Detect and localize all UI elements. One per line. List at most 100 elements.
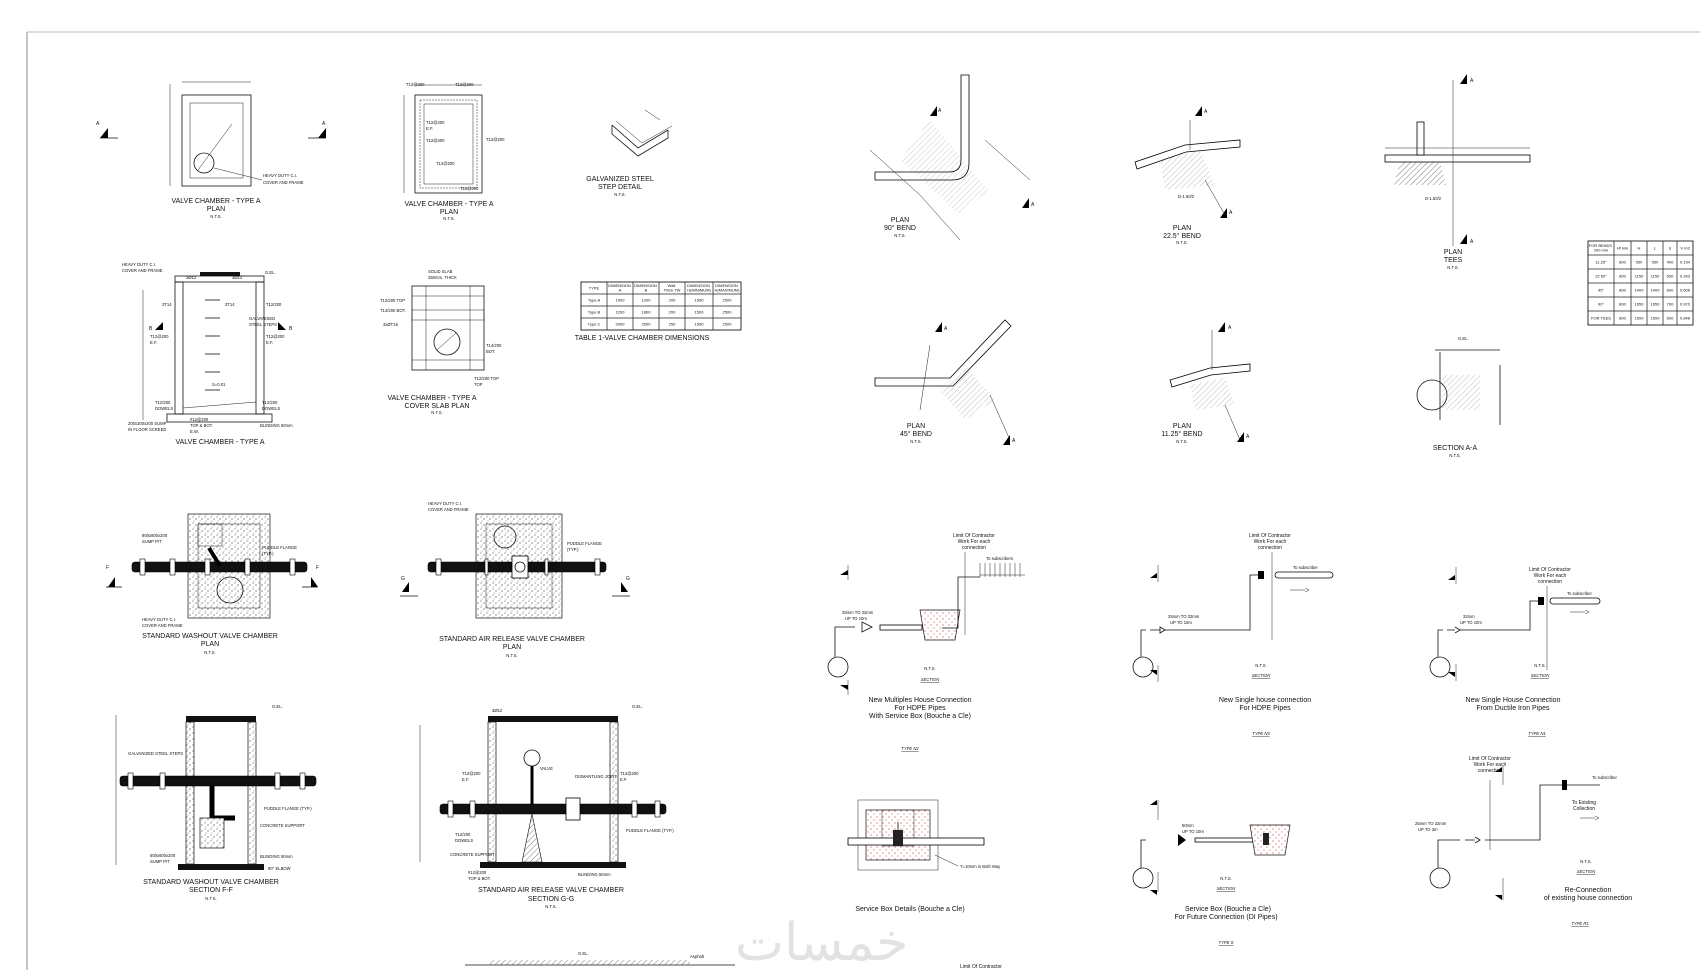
label: UP TO 10m <box>1182 829 1204 834</box>
label: Work For each <box>1474 762 1507 768</box>
table-header: H <box>1638 245 1641 250</box>
drawing-subtitle: 11.25° BEND <box>1161 430 1202 438</box>
label: T12@200 <box>462 771 481 776</box>
label: UP TO 10m <box>845 616 867 621</box>
nts-label: N.T.S. <box>210 214 221 219</box>
label: Work For each <box>1534 573 1567 579</box>
section-arrow-icon <box>1195 106 1202 116</box>
drawing-subtitle: For HDPE Pipes <box>894 705 946 712</box>
cover-label: HEAVY DUTY C.I. <box>263 173 297 178</box>
label: 3xØT16 <box>383 322 399 327</box>
table-cell: 2500 <box>723 297 733 302</box>
label: connection <box>962 545 986 551</box>
label: (TYP.) <box>262 551 274 556</box>
label: 25mm TO 32mm <box>1415 821 1447 826</box>
section-label: SECTION <box>1531 673 1551 678</box>
connection-type-n2: Limit Of Contractor Work For each connec… <box>827 533 1025 751</box>
label: UP TO 10m <box>1460 620 1482 625</box>
label: G.EL. <box>632 704 643 709</box>
label: S=0.01 <box>212 382 226 387</box>
table-cell: 600 <box>1667 315 1674 320</box>
table-cell: 0.848 <box>1680 315 1691 320</box>
label: 200x200x200 SUMP <box>128 421 167 426</box>
table-cell: 700 <box>1667 301 1674 306</box>
drawing-title: PLAN <box>1444 249 1462 256</box>
drawing-title: VALVE CHAMBER - TYPE A <box>171 198 260 205</box>
section-mark: A <box>944 326 948 332</box>
label: UP TO 3m <box>1418 827 1438 832</box>
label: T12/200 <box>266 302 282 307</box>
table-cell: 22.50° <box>1595 273 1607 278</box>
table-cell: 600 <box>1667 287 1674 292</box>
table-header: TYPE <box>589 285 600 290</box>
section-arrow-icon <box>1022 198 1029 208</box>
tees-plan: A A D-1.50/2 PLAN TEES N.T.S. <box>1384 74 1531 270</box>
drawing-title: SECTION A-A <box>1433 445 1478 452</box>
label: BOT. <box>486 349 495 354</box>
table-cell: 0.194 <box>1680 259 1691 264</box>
label: T14/200 BOT. <box>380 308 406 313</box>
table-cell: 0.606 <box>1680 287 1691 292</box>
nts-label: N.T.S. <box>894 233 905 238</box>
label: 50mm <box>1182 823 1194 828</box>
label: G.EL. <box>265 270 276 275</box>
label: 250mm. THICK <box>428 275 457 280</box>
drawing-subtitle: With Service Box (Bouche a Cle) <box>869 713 971 720</box>
table-cell: 1650 <box>1651 301 1661 306</box>
table-cell: 950 <box>1652 259 1659 264</box>
table-cell: 200 <box>669 309 676 314</box>
label: E.F. <box>462 777 469 782</box>
drawing-title: STANDARD WASHOUT VALVE CHAMBER <box>142 633 278 640</box>
table-cell: 800 <box>1619 259 1626 264</box>
section-arrow-icon <box>108 577 115 587</box>
drawing-title: VALVE CHAMBER - TYPE A <box>387 395 476 402</box>
label: E.F. <box>620 777 627 782</box>
nts-label: N.T.S. <box>205 896 216 901</box>
nts-label: N.T.S. <box>431 410 442 415</box>
section-arrow-icon <box>311 577 318 587</box>
bend-11-plan: A A PLAN 11.25° BEND N.T.S. <box>1161 322 1251 444</box>
nts-label: N.T.S. <box>443 216 454 221</box>
label: DISMANTLING JOINT <box>575 774 617 779</box>
table-cell-border <box>1676 310 1694 326</box>
table-cell: 250 <box>669 321 676 326</box>
section-mark: G <box>626 576 630 582</box>
label: PUDDLE FLANGE <box>262 545 297 550</box>
label: CONCRETE SUPPORT <box>260 823 305 828</box>
section-mark: A <box>1012 438 1016 444</box>
drawing-title: New Single house connection <box>1219 697 1311 704</box>
drawing-subtitle: COVER SLAB PLAN <box>405 403 470 410</box>
label: T12@200 <box>150 334 169 339</box>
rebar-label: T12@200 <box>455 82 474 87</box>
table-cell-border <box>712 317 742 331</box>
label: T12/200 <box>455 832 471 837</box>
table-cell: 2500 <box>723 309 733 314</box>
watermark-logo: خمسات <box>735 913 908 970</box>
table-header: L <box>1654 245 1657 250</box>
label: To Existing <box>1572 800 1596 806</box>
section-arrow-icon <box>1237 432 1244 442</box>
table-header: DIMENSION B <box>634 283 658 293</box>
label: BLINDING 50mm <box>260 423 293 428</box>
drawing-title: Service Box (Bouche a Cle) <box>1185 906 1271 913</box>
label: Limit Of Contractor <box>1249 533 1291 539</box>
drawing-title: Re-Connection <box>1565 887 1612 894</box>
rebar-label: T12@200 <box>436 161 455 166</box>
nts-label: N.T.S. <box>614 192 625 197</box>
drawing-title: STANDARD AIR RELEASE VALVE CHAMBER <box>439 636 585 643</box>
section-arrow-icon <box>1220 208 1227 218</box>
section-arrow-icon <box>278 322 286 330</box>
table-cell: 1150 <box>1635 273 1644 278</box>
nts-label: N.T.S. <box>924 666 935 671</box>
table-cell: 11.25° <box>1595 259 1607 264</box>
washout-valve-chamber-plan: 800x800x200 SUMP PIT PUDDLE FLANGE (TYP.… <box>106 513 319 655</box>
section-arrow-icon <box>1460 234 1467 244</box>
table-cell: 1150 <box>1651 273 1660 278</box>
nts-label: N.T.S. <box>1449 453 1460 458</box>
table1-caption: TABLE 1-VALVE CHAMBER DIMENSIONS <box>575 335 710 342</box>
drawing-subtitle: PLAN <box>503 644 521 651</box>
table-header: Wall Thick TW <box>664 283 681 293</box>
